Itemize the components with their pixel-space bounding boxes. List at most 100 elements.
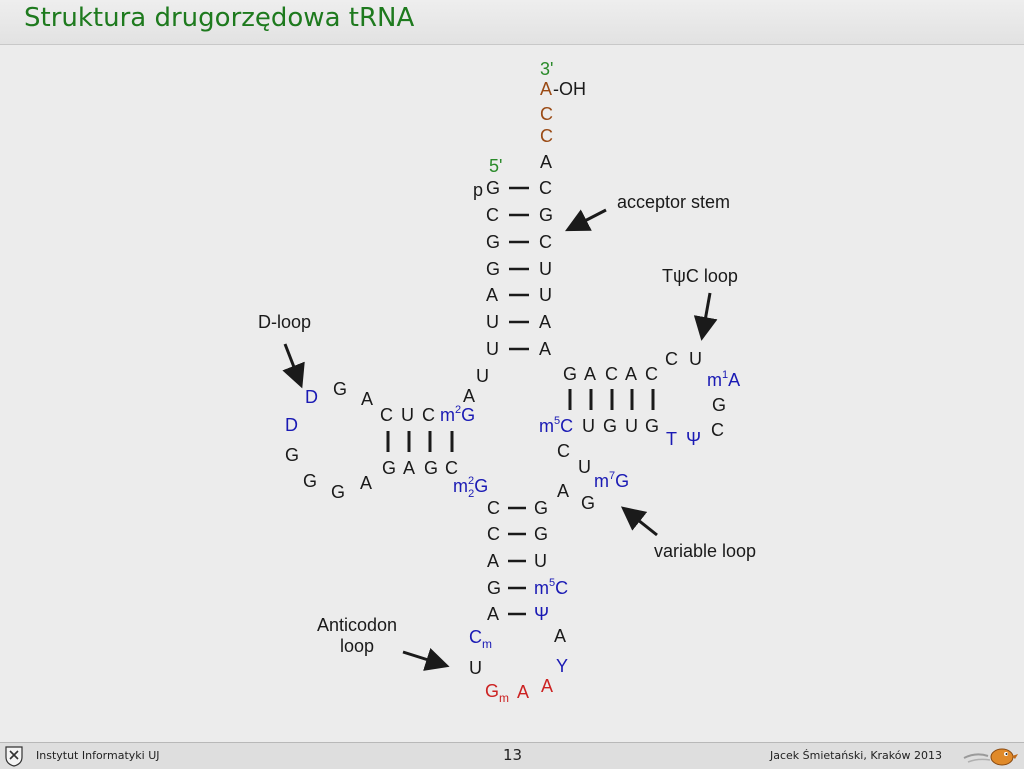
anticodon-stem-right-base: Ψ — [534, 604, 549, 624]
phosphate-label: p — [473, 180, 483, 200]
d-stem: C U C m2G G A G C — [380, 404, 475, 478]
d-stem-top-base: m2G — [440, 404, 475, 425]
t-stem-bottom-base: G — [645, 416, 659, 436]
d-stem-bottom-base: G — [424, 458, 438, 478]
d-stem-bottom-base: C — [445, 458, 458, 478]
anticodon-stem-right-base: G — [534, 498, 548, 518]
d-loop-base: A — [361, 389, 373, 409]
anticodon-stem-left-base: A — [487, 551, 499, 571]
t-loop-base: Ψ — [686, 429, 701, 449]
acceptor-stem-right-base: C — [539, 178, 552, 198]
d-loop: D G A D G G G A — [285, 379, 373, 502]
slide-title: Struktura drugorzędowa tRNA — [24, 3, 415, 33]
acceptor-stem-left-base: C — [486, 205, 499, 225]
d-loop-label: D-loop — [258, 312, 311, 332]
mascot-logo-icon — [963, 748, 1018, 766]
acceptor-stem-left-base: G — [486, 232, 500, 252]
acceptor-stem: G C G G A U U C G C U U A A — [486, 178, 553, 359]
connector-base-u: U — [476, 366, 489, 386]
variable-loop-base: G — [581, 493, 595, 513]
anticodon-stem-left-base: A — [487, 604, 499, 624]
trna-cloverleaf-diagram: 3' A -OH C C A 5' p G C G G A U U C G C … — [258, 59, 756, 705]
page-number: 13 — [503, 746, 523, 764]
footer: Instytut Informatyki UJ 13 Jacek Śmietań… — [0, 742, 1024, 769]
t-stem-top-base: G — [563, 364, 577, 384]
variable-loop-base: A — [557, 481, 569, 501]
anticodon-stem-right-base: m5C — [534, 577, 568, 598]
variable-loop-label: variable loop — [654, 541, 756, 561]
anticodon-loop-base: U — [469, 658, 482, 678]
university-emblem-icon — [5, 746, 23, 767]
anticodon-loop: Cm U Gm A A Y A — [469, 626, 568, 705]
t-stem-bottom-base: m5C — [539, 415, 573, 436]
d-loop-arrow — [282, 343, 305, 389]
acceptor-stem-left-base: U — [486, 339, 499, 359]
slide-content: 3' A -OH C C A 5' p G C G G A U U C G C … — [0, 45, 1024, 740]
oh-label: -OH — [553, 79, 586, 99]
t-stem-top-base: A — [584, 364, 596, 384]
acceptor-stem-bonds — [509, 186, 529, 351]
anticodon-stem-left-base: C — [487, 524, 500, 544]
d-stem-top-base: U — [401, 405, 414, 425]
acceptor-stem-right-base: G — [539, 205, 553, 225]
d-loop-base: G — [333, 379, 347, 399]
d-stem-top-base: C — [380, 405, 393, 425]
d-loop-base: G — [285, 445, 299, 465]
anticodon-loop-base: Cm — [469, 627, 492, 651]
tpsic-arrow — [693, 292, 718, 341]
anticodon-loop-base: A — [554, 626, 566, 646]
acceptor-stem-left-base: G — [486, 178, 500, 198]
d-loop-base: G — [331, 482, 345, 502]
acceptor-stem-right-base: C — [539, 232, 552, 252]
anticodon-stem-left-base: C — [487, 498, 500, 518]
acceptor-arrow — [564, 208, 607, 232]
anticodon-stem-right-base: G — [534, 524, 548, 544]
d-stem-top-base: C — [422, 405, 435, 425]
t-stem-bottom-base: G — [603, 416, 617, 436]
anticodon-loop-label-line1: Anticodon — [317, 615, 397, 635]
d-stem-bonds — [386, 431, 454, 452]
t-stem-top-base: C — [645, 364, 658, 384]
t-loop-base: C — [711, 420, 724, 440]
acceptor-stem-left-base: G — [486, 259, 500, 279]
d-loop-base: D — [305, 387, 318, 407]
acceptor-stem-left-base: U — [486, 312, 499, 332]
five-prime-label: 5' — [489, 156, 502, 176]
anticodon-loop-base: Gm — [485, 681, 509, 705]
anticodon-loop-base: A — [517, 682, 529, 702]
t-stem-top-base: C — [605, 364, 618, 384]
t-loop-base: C — [665, 349, 678, 369]
t-stem-top-base: A — [625, 364, 637, 384]
t-loop-base: m1A — [707, 369, 740, 390]
anticodon-loop-label-line2: loop — [340, 636, 374, 656]
acceptor-stem-right-base: U — [539, 259, 552, 279]
t-loop: C U m1A G C Ψ T — [665, 349, 740, 449]
anticodon-loop-base: A — [541, 676, 553, 696]
d-loop-base: D — [285, 415, 298, 435]
anticodon-loop-base: Y — [556, 656, 568, 676]
anticodon-stem-right-base: U — [534, 551, 547, 571]
acceptor-stem-right-base: U — [539, 285, 552, 305]
t-loop-base: G — [712, 395, 726, 415]
acceptor-stem-left-base: A — [486, 285, 498, 305]
acceptor-tail-base: A — [540, 79, 552, 99]
footer-author: Jacek Śmietański, Kraków 2013 — [769, 749, 942, 762]
tpsic-loop-label: TψC loop — [662, 266, 738, 286]
d-stem-bottom-base: A — [403, 458, 415, 478]
anticodon-arrow — [402, 648, 450, 671]
acceptor-stem-right-base: A — [539, 312, 551, 332]
connector-base-a: A — [463, 386, 475, 406]
d-stem-bottom-base: G — [382, 458, 396, 478]
anticodon-stem-left-base: G — [487, 578, 501, 598]
variable-loop-arrow — [620, 506, 658, 537]
acceptor-stem-right-base: A — [539, 339, 551, 359]
acceptor-tail-base: A — [540, 152, 552, 172]
t-stem-bottom-base: U — [582, 416, 595, 436]
acceptor-tail-base: C — [540, 126, 553, 146]
d-loop-base: A — [360, 473, 372, 493]
title-bar: Struktura drugorzędowa tRNA — [0, 0, 1024, 45]
variable-loop-base: U — [578, 457, 591, 477]
three-prime-label: 3' — [540, 59, 553, 79]
